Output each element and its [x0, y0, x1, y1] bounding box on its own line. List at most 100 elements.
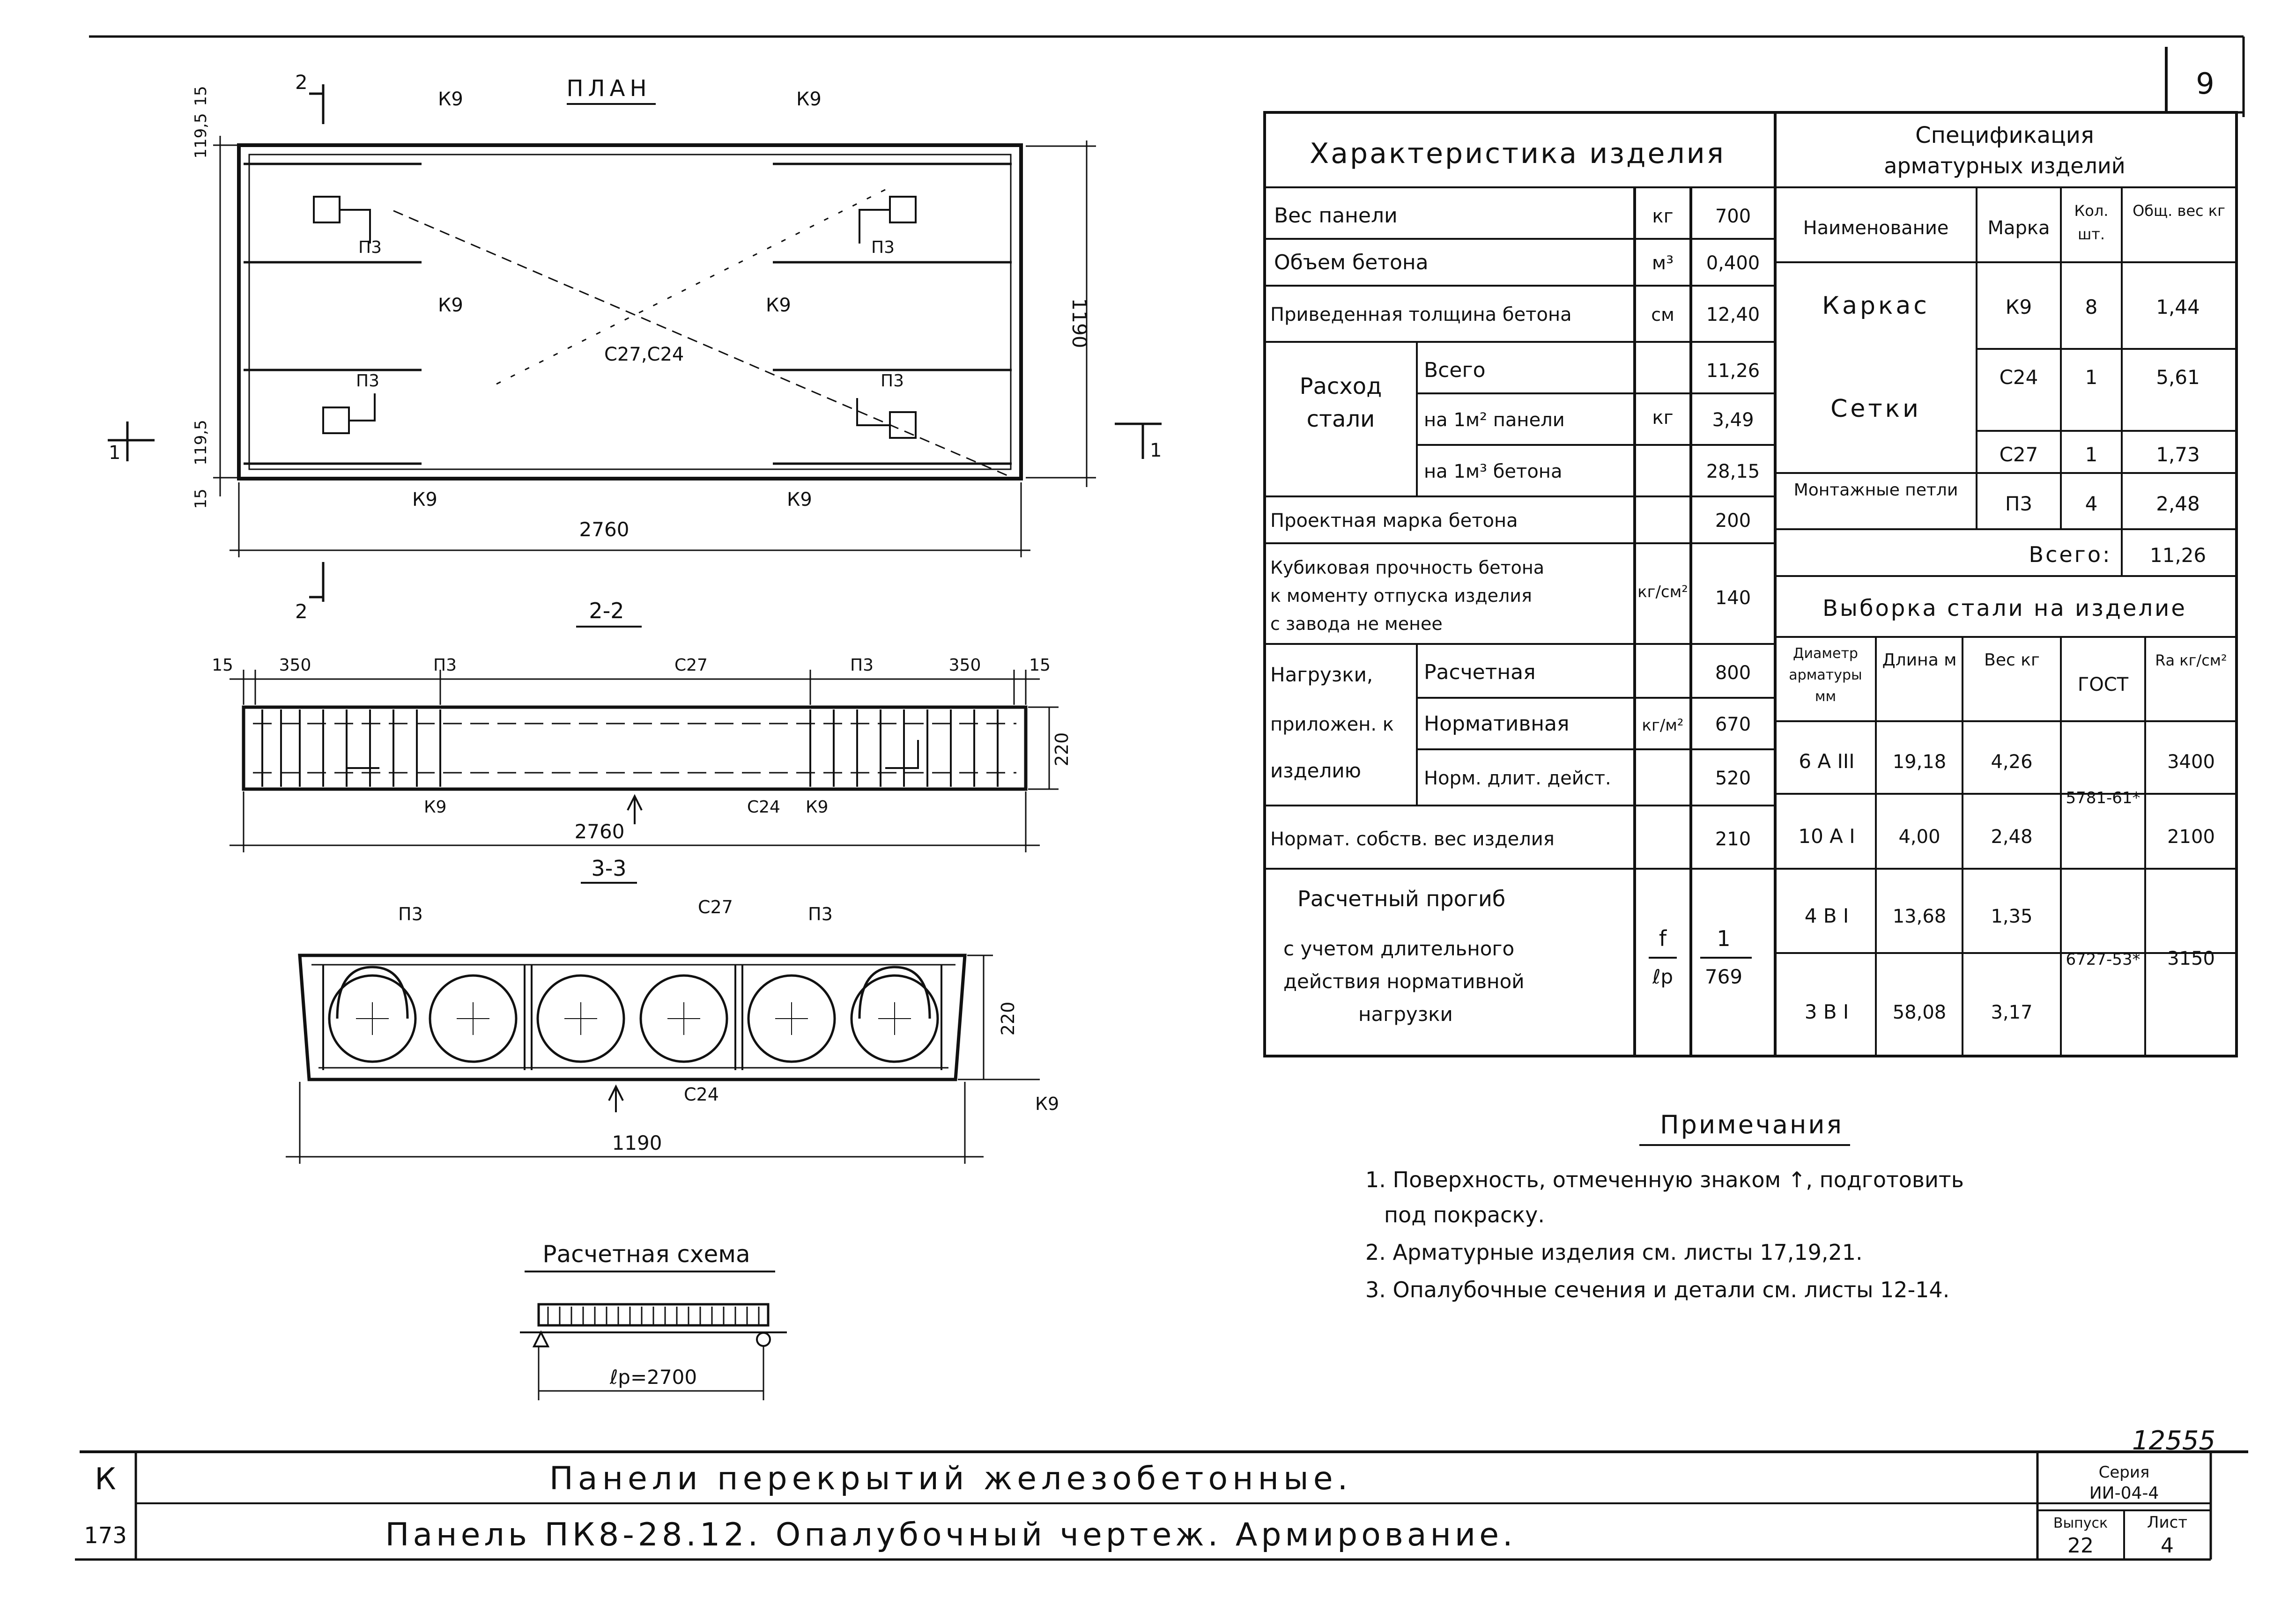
- plan-lifting-loops: [313, 196, 917, 439]
- section-3-3-outline: [298, 954, 967, 1081]
- svg-text:К9: К9: [806, 798, 828, 817]
- svg-text:Расчетная: Расчетная: [1424, 660, 1536, 684]
- svg-text:действия нормативной: действия нормативной: [1283, 970, 1525, 993]
- plan-dim-width: 1190: [1068, 298, 1091, 348]
- section-2-2-outline: [242, 705, 1028, 791]
- plan-dimensions: [213, 136, 1096, 557]
- svg-text:3,49: 3,49: [1712, 409, 1754, 431]
- svg-text:13,68: 13,68: [1893, 906, 1947, 927]
- svg-text:2,48: 2,48: [2156, 492, 2200, 515]
- title-block: Панели перекрытий железобетонные. Панель…: [136, 1452, 2212, 1560]
- svg-text:1,35: 1,35: [1991, 906, 2032, 927]
- svg-text:10 А I: 10 А I: [1798, 825, 1855, 848]
- svg-text:173: 173: [84, 1523, 127, 1549]
- svg-text:2100: 2100: [2167, 826, 2215, 848]
- svg-text:Приведенная толщина бетона: Приведенная толщина бетона: [1270, 304, 1572, 325]
- svg-text:6 А III: 6 А III: [1799, 750, 1854, 773]
- svg-text:с завода не менее: с завода не менее: [1270, 614, 1443, 634]
- svg-text:Расчетный прогиб: Расчетный прогиб: [1297, 886, 1505, 911]
- svg-text:210: 210: [1715, 828, 1751, 850]
- svg-text:3,17: 3,17: [1991, 1002, 2032, 1023]
- section-3-3-title: 3-3: [591, 856, 626, 881]
- svg-text:119,5: 119,5: [192, 113, 210, 158]
- svg-text:ГОСТ: ГОСТ: [2078, 674, 2129, 695]
- svg-text:П3: П3: [398, 904, 423, 924]
- svg-text:П3: П3: [2005, 492, 2032, 515]
- plan-label-p3: П3: [358, 238, 382, 257]
- svg-text:П3: П3: [433, 656, 457, 675]
- svg-text:Марка: Марка: [1987, 217, 2050, 239]
- svg-text:Норм. длит. дейст.: Норм. длит. дейст.: [1424, 768, 1611, 789]
- sheet-value: 4: [2161, 1534, 2174, 1558]
- svg-text:С24: С24: [2000, 366, 2038, 389]
- svg-text:700: 700: [1715, 206, 1751, 227]
- svg-text:Кубиковая прочность бетона: Кубиковая прочность бетона: [1270, 557, 1544, 578]
- calc-scheme-span: ℓр=2700: [609, 1366, 697, 1389]
- svg-text:4,26: 4,26: [1991, 751, 2032, 773]
- svg-text:С24: С24: [684, 1084, 719, 1105]
- plan-view: ПЛАН К9 К9 К9 К9 К9 К9 П3 П3 П3 П3 С2: [108, 71, 1162, 623]
- svg-text:140: 140: [1715, 587, 1751, 609]
- svg-text:350: 350: [279, 656, 311, 675]
- svg-text:П3: П3: [881, 371, 904, 391]
- svg-text:6727-53*: 6727-53*: [2066, 950, 2140, 969]
- svg-text:2: 2: [295, 600, 308, 623]
- svg-text:2. Арматурные изделия см. лист: 2. Арматурные изделия см. листы 17,19,21…: [1365, 1240, 1863, 1265]
- svg-text:Сетки: Сетки: [1830, 395, 1921, 423]
- svg-text:Серия: Серия: [2099, 1463, 2150, 1482]
- svg-text:кг: кг: [1652, 206, 1673, 227]
- steel-consumption-label: Расход стали: [1299, 373, 1382, 432]
- plan-mesh-diagonal: [393, 210, 1007, 476]
- svg-text:58,08: 58,08: [1893, 1002, 1947, 1023]
- svg-text:К9: К9: [1035, 1094, 1059, 1114]
- svg-text:К9: К9: [412, 489, 437, 510]
- svg-text:11,26: 11,26: [1706, 360, 1760, 382]
- svg-text:800: 800: [1715, 662, 1751, 684]
- svg-text:К: К: [95, 1462, 116, 1497]
- svg-text:под покраску.: под покраску.: [1384, 1202, 1545, 1227]
- svg-text:1,73: 1,73: [2156, 443, 2200, 466]
- issue-value: 22: [2067, 1534, 2094, 1558]
- svg-text:12,40: 12,40: [1706, 304, 1760, 325]
- svg-text:5781-61*: 5781-61*: [2066, 789, 2140, 807]
- title-line-1: Панели перекрытий железобетонные.: [549, 1460, 1352, 1497]
- svg-text:на 1м³ бетона: на 1м³ бетона: [1424, 461, 1562, 482]
- svg-text:К9: К9: [438, 295, 463, 316]
- section-3-3: 3-3: [286, 856, 1059, 1164]
- title-line-2: Панель ПК8-28.12. Опалубочный чертеж. Ар…: [385, 1516, 1516, 1553]
- svg-text:3400: 3400: [2167, 751, 2215, 773]
- svg-text:К9: К9: [766, 295, 791, 316]
- svg-text:К9: К9: [796, 89, 822, 110]
- svg-text:изделию: изделию: [1270, 759, 1361, 782]
- svg-text:1: 1: [1150, 440, 1162, 461]
- svg-text:Вес панели: Вес панели: [1274, 204, 1398, 228]
- svg-text:Нормат. собств. вес изделия: Нормат. собств. вес изделия: [1270, 828, 1555, 850]
- section-3-3-dim-width: 1190: [612, 1131, 662, 1154]
- svg-text:0,400: 0,400: [1706, 252, 1760, 274]
- svg-text:П3: П3: [871, 238, 895, 257]
- specification-total: 11,26: [2150, 544, 2206, 567]
- svg-text:350: 350: [949, 656, 981, 675]
- section-2-2: 2-2 15: [212, 598, 1072, 852]
- svg-text:К9: К9: [424, 798, 446, 817]
- svg-text:2: 2: [295, 71, 308, 94]
- svg-text:м³: м³: [1652, 252, 1674, 274]
- svg-text:3 В I: 3 В I: [1805, 1000, 1849, 1023]
- svg-text:на 1м² панели: на 1м² панели: [1424, 409, 1565, 431]
- svg-text:670: 670: [1715, 714, 1751, 735]
- sheet-number: 9: [2196, 67, 2214, 101]
- svg-text:769: 769: [1705, 965, 1742, 988]
- svg-text:4 В I: 4 В I: [1805, 904, 1849, 927]
- svg-text:5,61: 5,61: [2156, 366, 2200, 389]
- svg-text:15: 15: [212, 656, 233, 675]
- svg-text:Всего: Всего: [1424, 358, 1485, 382]
- svg-text:119,5: 119,5: [192, 420, 210, 465]
- section-2-2-title: 2-2: [589, 598, 624, 623]
- specification-title-2: арматурных изделий: [1884, 153, 2125, 178]
- svg-text:1. Поверхность, отмеченную зна: 1. Поверхность, отмеченную знаком ↑, под…: [1365, 1167, 1964, 1192]
- svg-text:Проектная марка бетона: Проектная марка бетона: [1270, 510, 1518, 532]
- svg-text:220: 220: [998, 1002, 1018, 1036]
- svg-text:приложен. к: приложен. к: [1270, 714, 1394, 735]
- svg-text:С27: С27: [674, 656, 708, 675]
